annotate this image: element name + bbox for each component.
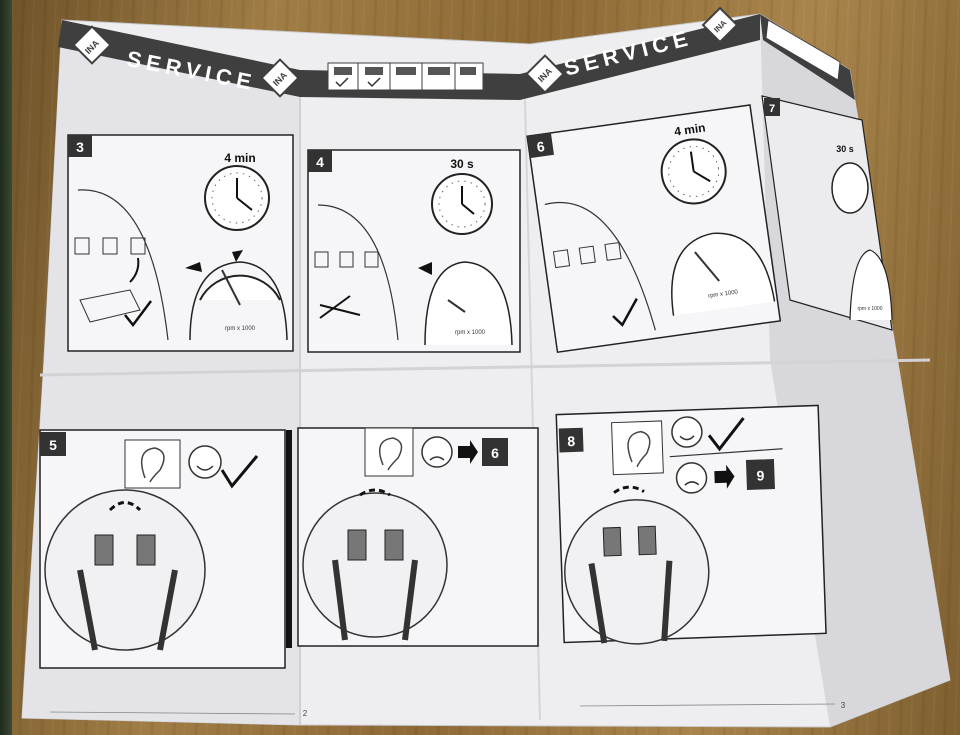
panel-4-gauge-unit: rpm x 1000 (455, 330, 486, 336)
check-icon (124, 300, 152, 328)
check-icon (707, 417, 745, 452)
check-icon (220, 455, 259, 489)
panel-8-number: 8 (567, 433, 576, 449)
arrow-icon (458, 440, 478, 464)
check-icon (335, 77, 349, 88)
panel-3-timer: 4 min (224, 151, 255, 165)
panel-4-number: 4 (316, 154, 324, 170)
panel-4: 4 30 s rpm x 1000 (307, 149, 521, 353)
tractor-icon (460, 67, 476, 75)
goto-step-6: 6 (491, 445, 499, 461)
panel-3: 3 4 min rpm x 1000 (67, 134, 294, 352)
panel-6-timer: 4 min (673, 120, 706, 138)
pedal-clutch (74, 237, 90, 255)
divider-bar (286, 430, 292, 648)
gauge-needle (694, 251, 720, 282)
smiley-sad-icon (421, 436, 453, 468)
bus-icon (428, 67, 450, 75)
engine-valvetrain-sketch (302, 492, 448, 638)
smiley-happy-icon (188, 445, 222, 479)
panel-3-number: 3 (76, 139, 84, 155)
ina-logo-mid (260, 58, 300, 98)
ear-icon (124, 439, 181, 489)
panel-7: 7 30 s rpm x 1000 (761, 95, 893, 331)
panel-7-timer: 30 s (836, 144, 854, 154)
ina-logo-right-a (525, 54, 565, 94)
header-band-right (520, 14, 760, 100)
truck-icon (396, 67, 416, 75)
engine-valvetrain-sketch (44, 489, 206, 651)
van-icon (365, 67, 383, 75)
vehicle-icon-strip (327, 62, 484, 91)
panel-7-gauge-unit: rpm x 1000 (857, 306, 882, 312)
arrow-icon (714, 464, 735, 489)
panel-6-gauge-unit: rpm x 1000 (708, 289, 739, 299)
tachometer-gauge (849, 249, 893, 321)
pedal-gas (130, 237, 146, 255)
panel-6-number: 6 (536, 138, 546, 155)
panel-5: 5 (39, 429, 286, 669)
pedal-brake (102, 237, 118, 255)
panel-4-timer: 30 s (450, 157, 474, 171)
foot-sketch (79, 289, 141, 323)
arrow-icon (232, 250, 243, 262)
check-icon (612, 297, 638, 327)
page-number-right: 3 (841, 701, 846, 710)
fold-horizontal (39, 358, 931, 377)
book-edge (0, 0, 12, 735)
tachometer-gauge (199, 274, 281, 301)
header-band-left (58, 20, 300, 97)
vehicle-icon-strip-far (765, 19, 841, 81)
car-icon (334, 67, 352, 75)
panel-7-number: 7 (769, 103, 775, 115)
cross-icon (319, 295, 361, 319)
ear-icon (611, 420, 664, 476)
panel-8: 8 9 (555, 404, 827, 645)
clock-icon (831, 162, 869, 214)
gauge-needle (221, 269, 241, 306)
goto-step-9: 9 (756, 467, 765, 483)
check-icon (367, 77, 381, 88)
gauge-needle (447, 299, 466, 313)
smiley-happy-icon (671, 416, 703, 448)
arrow-icon (185, 262, 202, 272)
arrow-icon (418, 262, 432, 275)
tachometer-gauge (424, 261, 513, 346)
smiley-sad-icon (675, 462, 708, 494)
arrow-icon (129, 257, 140, 283)
panel-6: 6 4 min rpm x 1000 (526, 104, 782, 354)
ina-logo-right-b (701, 6, 739, 44)
panel-3-gauge-unit: rpm x 1000 (225, 326, 256, 332)
page-number-left: 2 (303, 709, 308, 718)
panel-5-number: 5 (49, 437, 57, 453)
ina-logo-left (72, 25, 112, 65)
panel-5b: 6 (297, 427, 539, 647)
